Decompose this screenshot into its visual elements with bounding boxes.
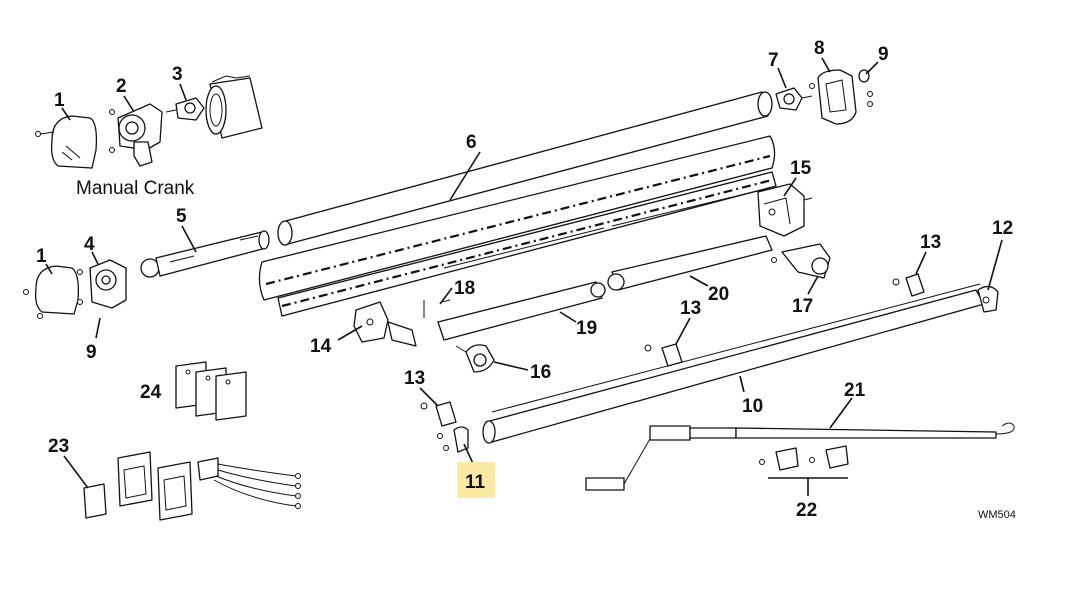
callout-2: 2 bbox=[116, 76, 127, 97]
callout-1-crank: 1 bbox=[54, 90, 65, 111]
end-cap-part-12 bbox=[977, 285, 999, 313]
slide-rail-part-19 bbox=[437, 281, 606, 341]
callout-17: 17 bbox=[792, 296, 813, 317]
callouts: 1 2 3 6 5 1 4 9 7 8 9 15 13 12 20 17 18 … bbox=[36, 38, 1013, 521]
callout-4: 4 bbox=[84, 234, 95, 255]
end-cap-insert-part-13-mid bbox=[644, 343, 683, 367]
switch-assembly-part-23 bbox=[83, 451, 301, 521]
end-cap-cover-part-1-motor bbox=[23, 265, 80, 319]
roller-tube-part-6 bbox=[277, 91, 773, 246]
manual-crank-caption: Manual Crank bbox=[76, 178, 195, 199]
drive-shaft-part-5 bbox=[140, 230, 270, 278]
left-bracket-part-14 bbox=[353, 301, 417, 347]
callout-1-motor: 1 bbox=[36, 246, 47, 267]
callout-8: 8 bbox=[814, 38, 825, 59]
highlight-callout-11 bbox=[457, 462, 495, 498]
callout-19: 19 bbox=[576, 318, 597, 339]
callout-7: 7 bbox=[768, 50, 779, 71]
callout-5: 5 bbox=[176, 206, 187, 227]
callout-21: 21 bbox=[844, 380, 866, 401]
tube-end-plug-part-7 bbox=[775, 87, 813, 111]
end-cap-part-11 bbox=[437, 426, 469, 453]
drive-adapter-part-3 bbox=[165, 97, 205, 121]
right-bracket-part-17 bbox=[771, 243, 831, 279]
callout-16: 16 bbox=[530, 362, 551, 383]
awning-rail-profile bbox=[258, 135, 777, 317]
callout-9-top: 9 bbox=[878, 44, 889, 65]
end-cap-insert-part-13-left bbox=[420, 401, 457, 427]
callout-13-left: 13 bbox=[404, 368, 425, 389]
callout-22: 22 bbox=[796, 500, 817, 521]
mounting-plates-part-24 bbox=[175, 361, 247, 421]
crank-gear-assembly-part-2 bbox=[109, 103, 163, 167]
drawing-code: WM504 bbox=[978, 509, 1016, 521]
callout-6: 6 bbox=[466, 132, 477, 153]
crank-clip-part-22-right bbox=[809, 445, 849, 469]
callout-9-motor: 9 bbox=[86, 342, 97, 363]
carriage-bracket-part-15 bbox=[757, 183, 813, 237]
callout-24: 24 bbox=[140, 382, 162, 403]
motor-end-bracket-part-4 bbox=[77, 259, 127, 309]
end-cap-cover-part-1-top bbox=[35, 115, 98, 169]
callout-20: 20 bbox=[708, 284, 729, 305]
crank-clip-part-22-left bbox=[759, 447, 799, 471]
callout-10: 10 bbox=[742, 396, 763, 417]
callout-23: 23 bbox=[48, 436, 69, 457]
callout-15: 15 bbox=[790, 158, 812, 179]
callout-13-mid: 13 bbox=[680, 298, 701, 319]
hardware-post-part-18 bbox=[423, 299, 451, 318]
callout-14: 14 bbox=[310, 336, 332, 357]
leader-lines bbox=[45, 57, 1003, 496]
callout-11: 11 bbox=[465, 472, 486, 493]
callout-12: 12 bbox=[992, 218, 1013, 239]
pivot-bracket-part-16 bbox=[455, 344, 495, 373]
end-cap-insert-part-13-right bbox=[892, 273, 925, 297]
callout-3: 3 bbox=[172, 64, 183, 85]
callout-13-right: 13 bbox=[920, 232, 941, 253]
crank-handle-part-21 bbox=[585, 422, 1015, 491]
roller-tube-end-section bbox=[205, 75, 263, 139]
right-end-cap-part-8 bbox=[809, 69, 873, 125]
awning-rail-part-20 bbox=[607, 235, 773, 291]
callout-18: 18 bbox=[454, 278, 475, 299]
